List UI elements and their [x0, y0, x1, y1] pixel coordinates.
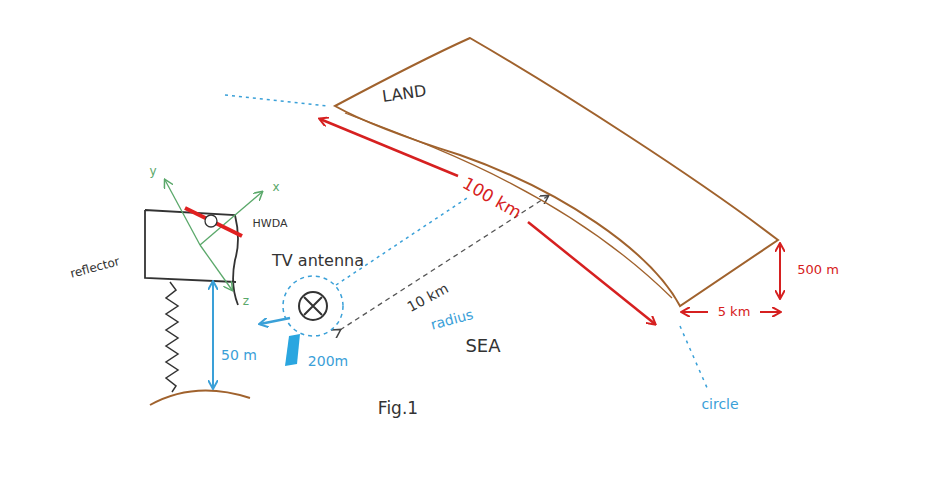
land-region: LAND — [325, 28, 790, 320]
antenna-symbol — [299, 292, 327, 320]
coverage-circle — [283, 276, 343, 336]
tower-bar — [285, 334, 300, 366]
dimension-label: 5 km — [718, 305, 751, 319]
ground — [150, 390, 250, 405]
height-arrow — [779, 270, 781, 298]
dipole — [185, 208, 242, 236]
part-name: TV antenna — [272, 252, 364, 270]
circle-leader — [680, 326, 708, 390]
note-label: radius — [429, 307, 475, 333]
dimension-label: 100 km — [460, 174, 525, 222]
height-arrow — [779, 244, 781, 270]
region-name: LAND — [381, 81, 428, 106]
height-arrow — [212, 282, 214, 330]
axis-label: z — [243, 295, 249, 308]
axis-label: x — [272, 181, 279, 194]
antenna-cross — [304, 297, 322, 315]
note-label: circle — [701, 397, 738, 412]
width-arrow — [760, 311, 780, 313]
axis-label: y — [149, 165, 156, 178]
dimension-label: 500 m — [797, 263, 839, 277]
sight-line — [336, 196, 470, 285]
region-name: SEA — [465, 336, 500, 356]
direction-arrow — [260, 318, 290, 324]
height-arrow — [212, 330, 214, 388]
dimension-label: 10 km — [405, 281, 451, 315]
part-name: HWDA — [253, 218, 288, 230]
mast — [166, 282, 178, 392]
coast-extension — [225, 95, 328, 106]
dimension-label: 200m — [308, 354, 348, 369]
width-arrow — [682, 311, 708, 313]
part-name: reflector — [69, 255, 121, 281]
figure-caption: Fig.1 — [378, 399, 418, 418]
dimension-label: 50 m — [221, 348, 257, 363]
dipole-feed — [205, 215, 217, 227]
length-arrow — [528, 222, 655, 324]
z-axis — [200, 245, 232, 290]
land-outline — [325, 28, 790, 320]
